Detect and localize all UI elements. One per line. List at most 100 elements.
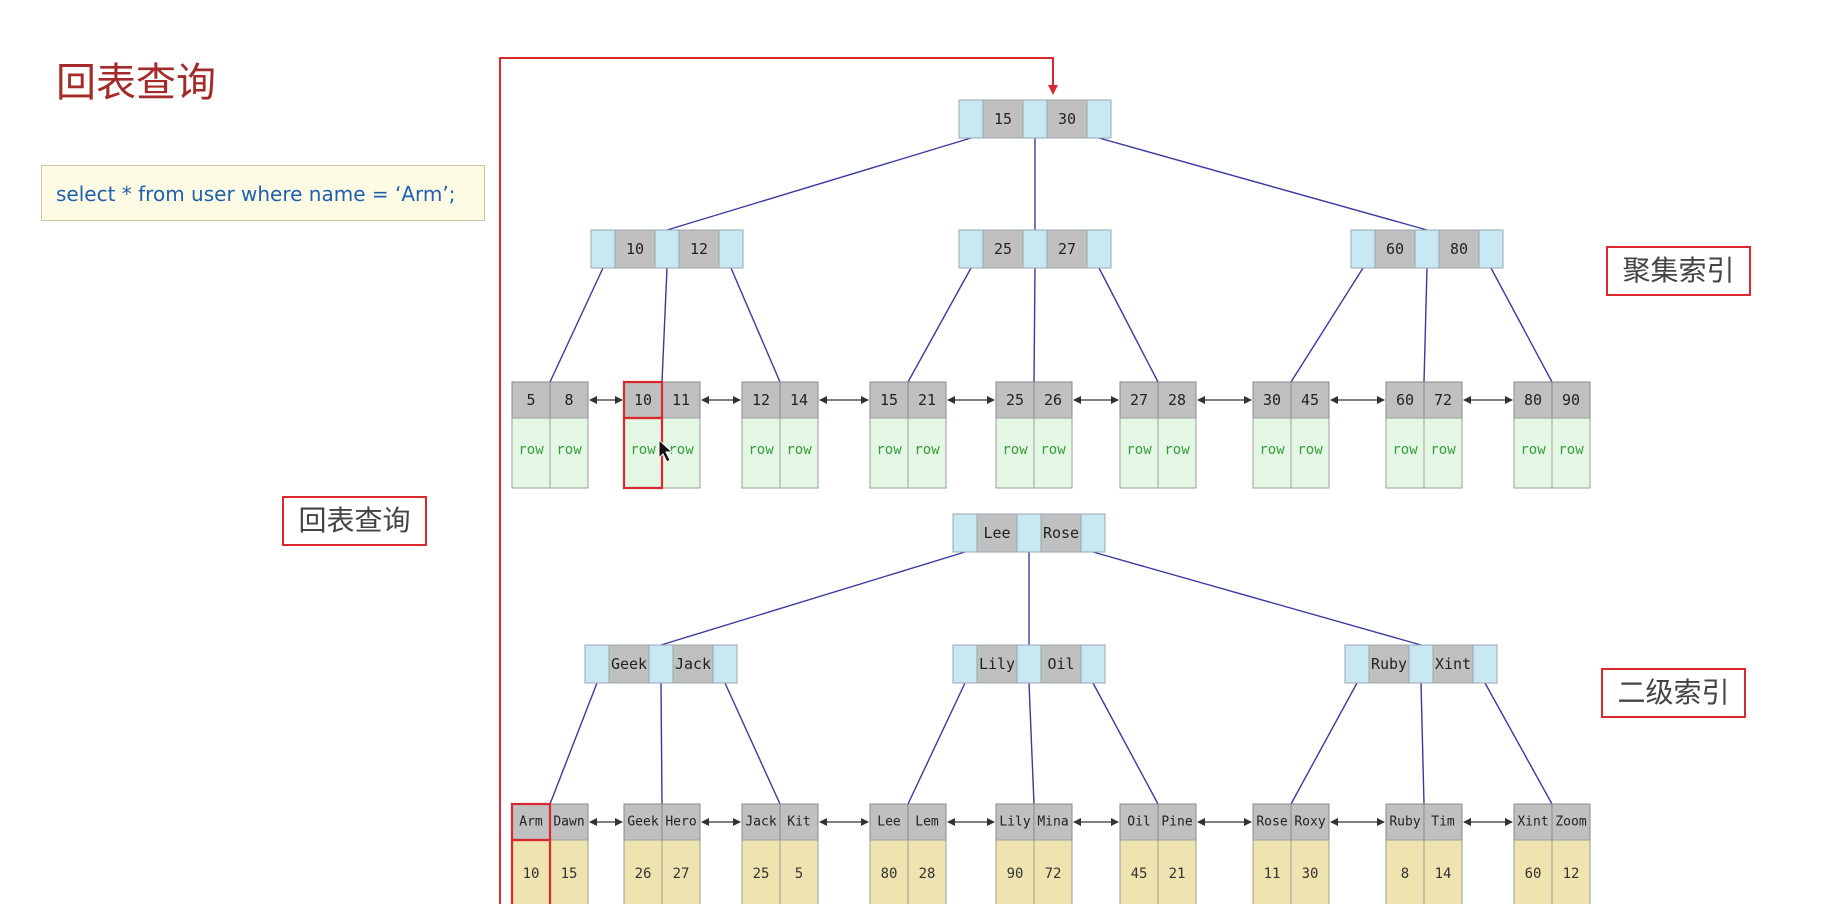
secondary-leaf-key-text: Zoom	[1555, 815, 1586, 830]
clustered-leaf-row-cell	[1119, 417, 1159, 489]
clustered-leaf-row-cell	[869, 417, 909, 489]
secondary-leaf-key-cell	[549, 803, 589, 841]
secondary-edge	[660, 682, 663, 805]
clustered-leaf-key-cell	[1385, 381, 1425, 419]
clustered-leaf-row-text: row	[1164, 442, 1190, 458]
clustered-internal-pointer-cell	[718, 229, 744, 269]
secondary-leaf-key-cell	[1252, 803, 1292, 841]
secondary-internal-pointer-cell	[1080, 644, 1106, 684]
clustered-leaf-key-cell	[907, 381, 947, 419]
clustered-leaf-key-text: 10	[634, 391, 652, 409]
clustered-root-pointer-cell	[1086, 99, 1112, 139]
secondary-root-pointer-cell	[952, 513, 978, 553]
secondary-leaf-value-cell	[1551, 839, 1591, 904]
secondary-edge	[1484, 682, 1553, 805]
secondary-edge	[907, 682, 966, 805]
secondary-leaf-key-text: Hero	[665, 815, 696, 830]
secondary-edge	[724, 682, 781, 805]
clustered-internal-pointer-cell	[958, 229, 984, 269]
secondary-leaf-key-cell	[1290, 803, 1330, 841]
secondary-edge	[1420, 682, 1425, 805]
secondary-leaf-key-cell	[1551, 803, 1591, 841]
clustered-edge	[549, 267, 604, 383]
secondary-leaf-key-text: Ruby	[1389, 815, 1420, 830]
secondary-root-key-cell	[976, 513, 1018, 553]
clustered-leaf-key-cell	[1252, 381, 1292, 419]
clustered-leaf-key-cell	[1157, 381, 1197, 419]
clustered-internal-key-text: 80	[1450, 240, 1468, 258]
secondary-internal-key-cell	[1368, 644, 1410, 684]
secondary-leaf-value-text: 45	[1131, 866, 1148, 882]
secondary-internal-pointer-cell	[952, 644, 978, 684]
clustered-edge	[1033, 267, 1036, 383]
clustered-leaf-key-text: 5	[526, 391, 535, 409]
secondary-leaf-key-text: Arm	[519, 815, 543, 830]
secondary-leaf-key-cell	[623, 803, 663, 841]
secondary-leaf-value-text: 14	[1435, 866, 1452, 882]
lookup-path-arrow	[499, 57, 1058, 904]
clustered-internal-key-text: 12	[690, 240, 708, 258]
secondary-leaf-value-text: 21	[1169, 866, 1186, 882]
clustered-edge	[1098, 267, 1159, 383]
secondary-leaf-key-text: Lee	[877, 815, 901, 830]
clustered-leaf-row-text: row	[1040, 442, 1066, 458]
clustered-leaf-row-text: row	[876, 442, 902, 458]
clustered-internal-pointer-cell	[1414, 229, 1440, 269]
secondary-leaf-value-text: 5	[795, 866, 803, 882]
secondary-internal-key-text: Xint	[1435, 655, 1471, 673]
secondary-leaf-value-cell	[779, 839, 819, 904]
clustered-leaf-row-cell	[661, 417, 701, 489]
secondary-leaf-value-cell	[869, 839, 909, 904]
clustered-edge	[661, 267, 668, 383]
clustered-internal-key-text: 25	[994, 240, 1012, 258]
secondary-internal-pointer-cell	[648, 644, 674, 684]
clustered-leaf-row-text: row	[786, 442, 812, 458]
secondary-leaf-key-text: Kit	[787, 815, 810, 830]
clustered-edge	[730, 267, 781, 383]
secondary-leaf-key-text: Mina	[1037, 815, 1068, 830]
clustered-leaf-row-cell	[779, 417, 819, 489]
clustered-internal-pointer-cell	[1086, 229, 1112, 269]
clustered-leaf-key-text: 28	[1168, 391, 1186, 409]
clustered-leaf-row-text: row	[914, 442, 940, 458]
secondary-leaf-value-text: 12	[1563, 866, 1580, 882]
secondary-internal-pointer-cell	[1016, 644, 1042, 684]
secondary-leaf-value-text: 25	[753, 866, 770, 882]
clustered-leaf-row-cell	[1551, 417, 1591, 489]
clustered-leaf-key-text: 72	[1434, 391, 1452, 409]
clustered-leaf-row-text: row	[1002, 442, 1028, 458]
mouse-cursor-icon	[658, 438, 674, 463]
secondary-leaf-value-cell	[1423, 839, 1463, 904]
clustered-leaf-key-cell	[1119, 381, 1159, 419]
secondary-leaf-value-cell	[995, 839, 1035, 904]
secondary-leaf-key-text: Lily	[999, 815, 1030, 830]
secondary-internal-key-text: Oil	[1047, 655, 1074, 673]
secondary-leaf-key-text: Tim	[1431, 815, 1455, 830]
lookup-label: 回表查询	[282, 496, 427, 546]
secondary-internal-key-text: Geek	[611, 655, 647, 673]
clustered-internal-key-text: 60	[1386, 240, 1404, 258]
clustered-leaf-row-text: row	[518, 442, 544, 458]
clustered-leaf-key-cell	[1551, 381, 1591, 419]
clustered-leaf-key-cell	[1033, 381, 1073, 419]
secondary-internal-key-cell	[1040, 644, 1082, 684]
clustered-edge	[1290, 267, 1364, 383]
secondary-leaf-key-text: Xint	[1517, 815, 1548, 830]
clustered-edge	[1423, 267, 1428, 383]
clustered-internal-pointer-cell	[654, 229, 680, 269]
clustered-internal-key-cell	[614, 229, 656, 269]
clustered-root-key-text: 30	[1058, 110, 1076, 128]
clustered-leaf-row-text: row	[1392, 442, 1418, 458]
clustered-internal-pointer-cell	[1478, 229, 1504, 269]
secondary-leaf-value-text: 8	[1401, 866, 1409, 882]
clustered-internal-key-cell	[678, 229, 720, 269]
clustered-leaf-key-text: 30	[1263, 391, 1281, 409]
clustered-leaf-key-text: 45	[1301, 391, 1319, 409]
clustered-index-label: 聚集索引	[1606, 246, 1751, 296]
clustered-leaf-key-text: 12	[752, 391, 770, 409]
secondary-internal-key-cell	[1432, 644, 1474, 684]
clustered-leaf-key-cell	[549, 381, 589, 419]
clustered-leaf-key-text: 14	[790, 391, 808, 409]
secondary-leaf-key-text: Roxy	[1294, 815, 1325, 830]
